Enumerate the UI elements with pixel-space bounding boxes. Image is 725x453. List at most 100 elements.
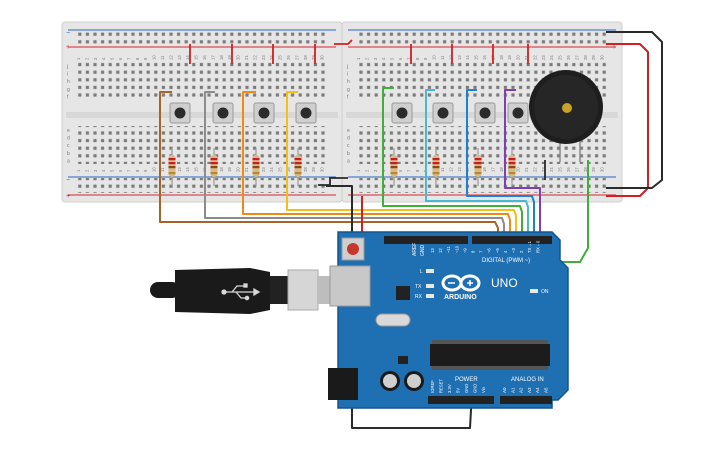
- column-number: 9: [423, 57, 428, 60]
- column-number: 11: [440, 167, 445, 172]
- column-number: 22: [532, 167, 537, 172]
- column-number: 4: [101, 169, 106, 172]
- column-number: 2: [364, 169, 369, 172]
- digital-pin-label: RX←0: [535, 240, 540, 253]
- rail-minus-label: −: [66, 30, 70, 37]
- row-letter: c: [347, 143, 350, 149]
- power-pin-label: GND: [464, 384, 469, 393]
- push-button-2[interactable]: [212, 102, 234, 124]
- column-number: 8: [135, 57, 140, 60]
- column-number: 19: [227, 55, 232, 60]
- resistor-4[interactable]: [294, 148, 302, 186]
- column-number: 28: [303, 167, 308, 172]
- column-number: 12: [448, 167, 453, 172]
- column-number: 21: [524, 167, 529, 172]
- push-button-3[interactable]: [253, 102, 275, 124]
- digital-pin-label: 13: [430, 248, 435, 253]
- rail-plus-label: +: [66, 44, 70, 51]
- column-number: 27: [574, 55, 579, 60]
- resistor-6[interactable]: [432, 148, 440, 186]
- push-button-5[interactable]: [391, 102, 413, 124]
- power-label: POWER: [455, 377, 478, 383]
- row-letter: d: [347, 136, 350, 142]
- gnd-top-label: GND: [420, 245, 426, 257]
- column-number: 1: [356, 57, 361, 60]
- push-button-7[interactable]: [474, 102, 496, 124]
- reset-button[interactable]: [341, 237, 365, 261]
- analog-pin-label: A0: [502, 387, 507, 393]
- power-pin-label: RESET: [439, 379, 444, 393]
- column-number: 13: [457, 167, 462, 172]
- column-number: 24: [269, 55, 274, 60]
- resistor-5[interactable]: [390, 148, 398, 186]
- column-number: 5: [110, 57, 115, 60]
- column-number: 24: [269, 167, 274, 172]
- column-number: 27: [294, 55, 299, 60]
- aref-label: AREF: [412, 243, 418, 256]
- row-letter: f: [347, 94, 349, 100]
- rail-plus-label-bottom: +: [66, 193, 70, 200]
- push-button-6[interactable]: [432, 102, 454, 124]
- resistor-7[interactable]: [474, 148, 482, 186]
- column-number: 7: [126, 57, 131, 60]
- column-number: 8: [415, 57, 420, 60]
- column-number: 14: [185, 55, 190, 60]
- arduino-logo-text: ARDUINO: [444, 294, 477, 301]
- power-pin-label: 5V: [456, 388, 461, 393]
- push-button-8[interactable]: [507, 102, 529, 124]
- column-number: 15: [194, 55, 199, 60]
- column-number: 3: [373, 57, 378, 60]
- column-number: 26: [286, 167, 291, 172]
- column-number: 19: [227, 167, 232, 172]
- digital-pin-label: ~9: [462, 248, 467, 253]
- row-letter: e: [67, 128, 70, 134]
- column-number: 30: [320, 167, 325, 172]
- column-number: 3: [93, 169, 98, 172]
- digital-pin-label: TX→1: [527, 240, 532, 253]
- column-number: 29: [311, 55, 316, 60]
- push-buttons: [169, 102, 529, 124]
- column-number: 30: [320, 55, 325, 60]
- resistor-1[interactable]: [168, 148, 176, 186]
- column-number: 1: [356, 169, 361, 172]
- column-number: 23: [261, 167, 266, 172]
- wire-gray: [204, 91, 505, 240]
- column-number: 6: [398, 57, 403, 60]
- digital-pin-label: 4: [503, 250, 508, 253]
- column-number: 2: [84, 169, 89, 172]
- column-number: 6: [118, 57, 123, 60]
- column-number: 13: [457, 55, 462, 60]
- row-letter: f: [67, 94, 69, 100]
- resistor-2[interactable]: [210, 148, 218, 186]
- row-letter: a: [347, 158, 350, 164]
- on-label: ON: [541, 289, 549, 295]
- resistor-8[interactable]: [508, 148, 516, 186]
- row-letter: c: [67, 143, 70, 149]
- wire-cyan: [425, 89, 529, 240]
- push-button-1[interactable]: [169, 102, 191, 124]
- led-rx-label: RX: [415, 294, 423, 300]
- column-number: 23: [541, 55, 546, 60]
- column-number: 30: [600, 55, 605, 60]
- column-number: 22: [252, 55, 257, 60]
- rail-plus-label-right: +: [612, 44, 616, 51]
- led-tx-label: TX: [415, 284, 422, 290]
- column-number: 25: [278, 167, 283, 172]
- piezo-buzzer[interactable]: [529, 70, 603, 162]
- column-number: 12: [448, 55, 453, 60]
- column-number: 27: [574, 167, 579, 172]
- push-button-4[interactable]: [295, 102, 317, 124]
- row-letter: e: [347, 128, 350, 134]
- analog-pin-label: A1: [510, 387, 515, 393]
- usb-icon: [221, 283, 261, 301]
- column-number: 26: [286, 55, 291, 60]
- analog-pin-label: A4: [535, 387, 540, 393]
- column-number: 29: [311, 167, 316, 172]
- row-letter: a: [67, 158, 70, 164]
- resistor-3[interactable]: [252, 148, 260, 186]
- column-number: 10: [152, 167, 157, 172]
